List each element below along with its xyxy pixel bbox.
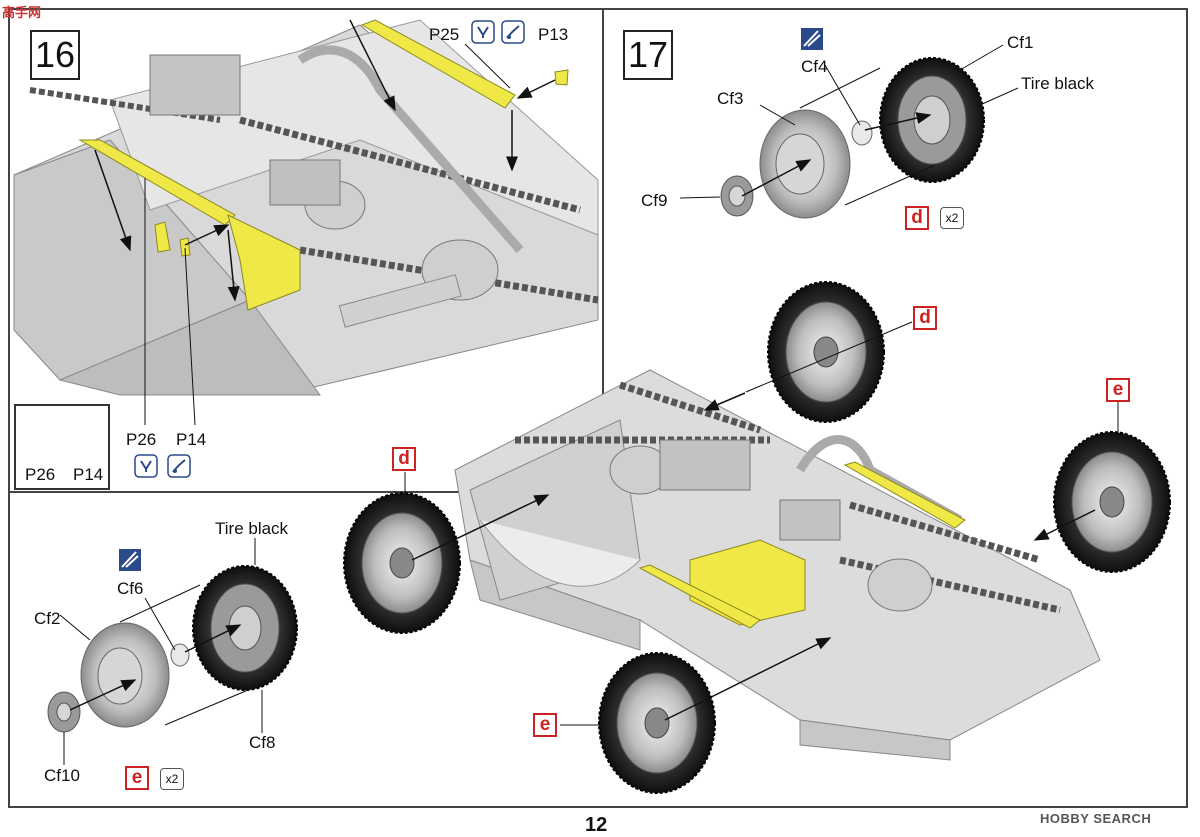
page-frame	[8, 8, 1188, 808]
label-cf10: Cf10	[44, 766, 80, 785]
apply-glue-icon	[471, 20, 495, 44]
assembly-tag-d-left: d	[392, 447, 416, 471]
step16-chassis	[13, 19, 599, 426]
corner-logo: 高手网	[2, 5, 42, 20]
label-cf6: Cf6	[117, 579, 144, 598]
label-cf4: Cf4	[801, 57, 828, 76]
paint-brush-icon	[801, 28, 823, 50]
step17-exploded-wheel-top	[679, 44, 1019, 219]
bend-part-icon	[167, 454, 191, 478]
inset-label-p14: P14	[73, 465, 104, 484]
label-tire-black-2: Tire black	[215, 519, 289, 538]
label-p14: P14	[176, 430, 207, 449]
step17-wheel-d-left	[343, 472, 550, 634]
watermark: HOBBY SEARCH	[1040, 811, 1152, 826]
apply-glue-icon	[134, 454, 158, 478]
step17-wheel-e-right	[1033, 402, 1171, 573]
label-cf8: Cf8	[249, 733, 276, 752]
assembly-tag-d-front: d	[913, 306, 937, 330]
step16-frame	[8, 8, 604, 493]
label-cf3: Cf3	[717, 89, 744, 108]
step17-chassis-assembly	[454, 369, 1101, 761]
step17-exploded-wheel-bottom	[47, 538, 298, 765]
tag-e: e	[125, 766, 149, 790]
label-cf9: Cf9	[641, 191, 668, 210]
multiplier-d: x2	[940, 207, 964, 229]
label-p13: P13	[538, 25, 569, 44]
step-number-17: 17	[623, 30, 673, 80]
label-tire-black: Tire black	[1021, 74, 1095, 93]
step-number-16: 16	[30, 30, 80, 80]
label-p25: P25	[429, 25, 460, 44]
step17-wheel-e-bottom	[560, 637, 832, 794]
step17-wheel-d-front	[703, 281, 913, 423]
multiplier-e: x2	[160, 768, 184, 790]
step16-inset	[14, 404, 110, 490]
label-cf1: Cf1	[1007, 33, 1034, 52]
assembly-tag-e-right: e	[1106, 378, 1130, 402]
inset-label-p26: P26	[25, 465, 56, 484]
label-cf2: Cf2	[34, 609, 61, 628]
page-number: 12	[585, 814, 608, 836]
label-p26: P26	[126, 430, 157, 449]
paint-brush-icon	[119, 549, 141, 571]
bend-part-icon	[501, 20, 525, 44]
tag-d: d	[905, 206, 929, 230]
assembly-tag-e-bottom: e	[533, 713, 557, 737]
